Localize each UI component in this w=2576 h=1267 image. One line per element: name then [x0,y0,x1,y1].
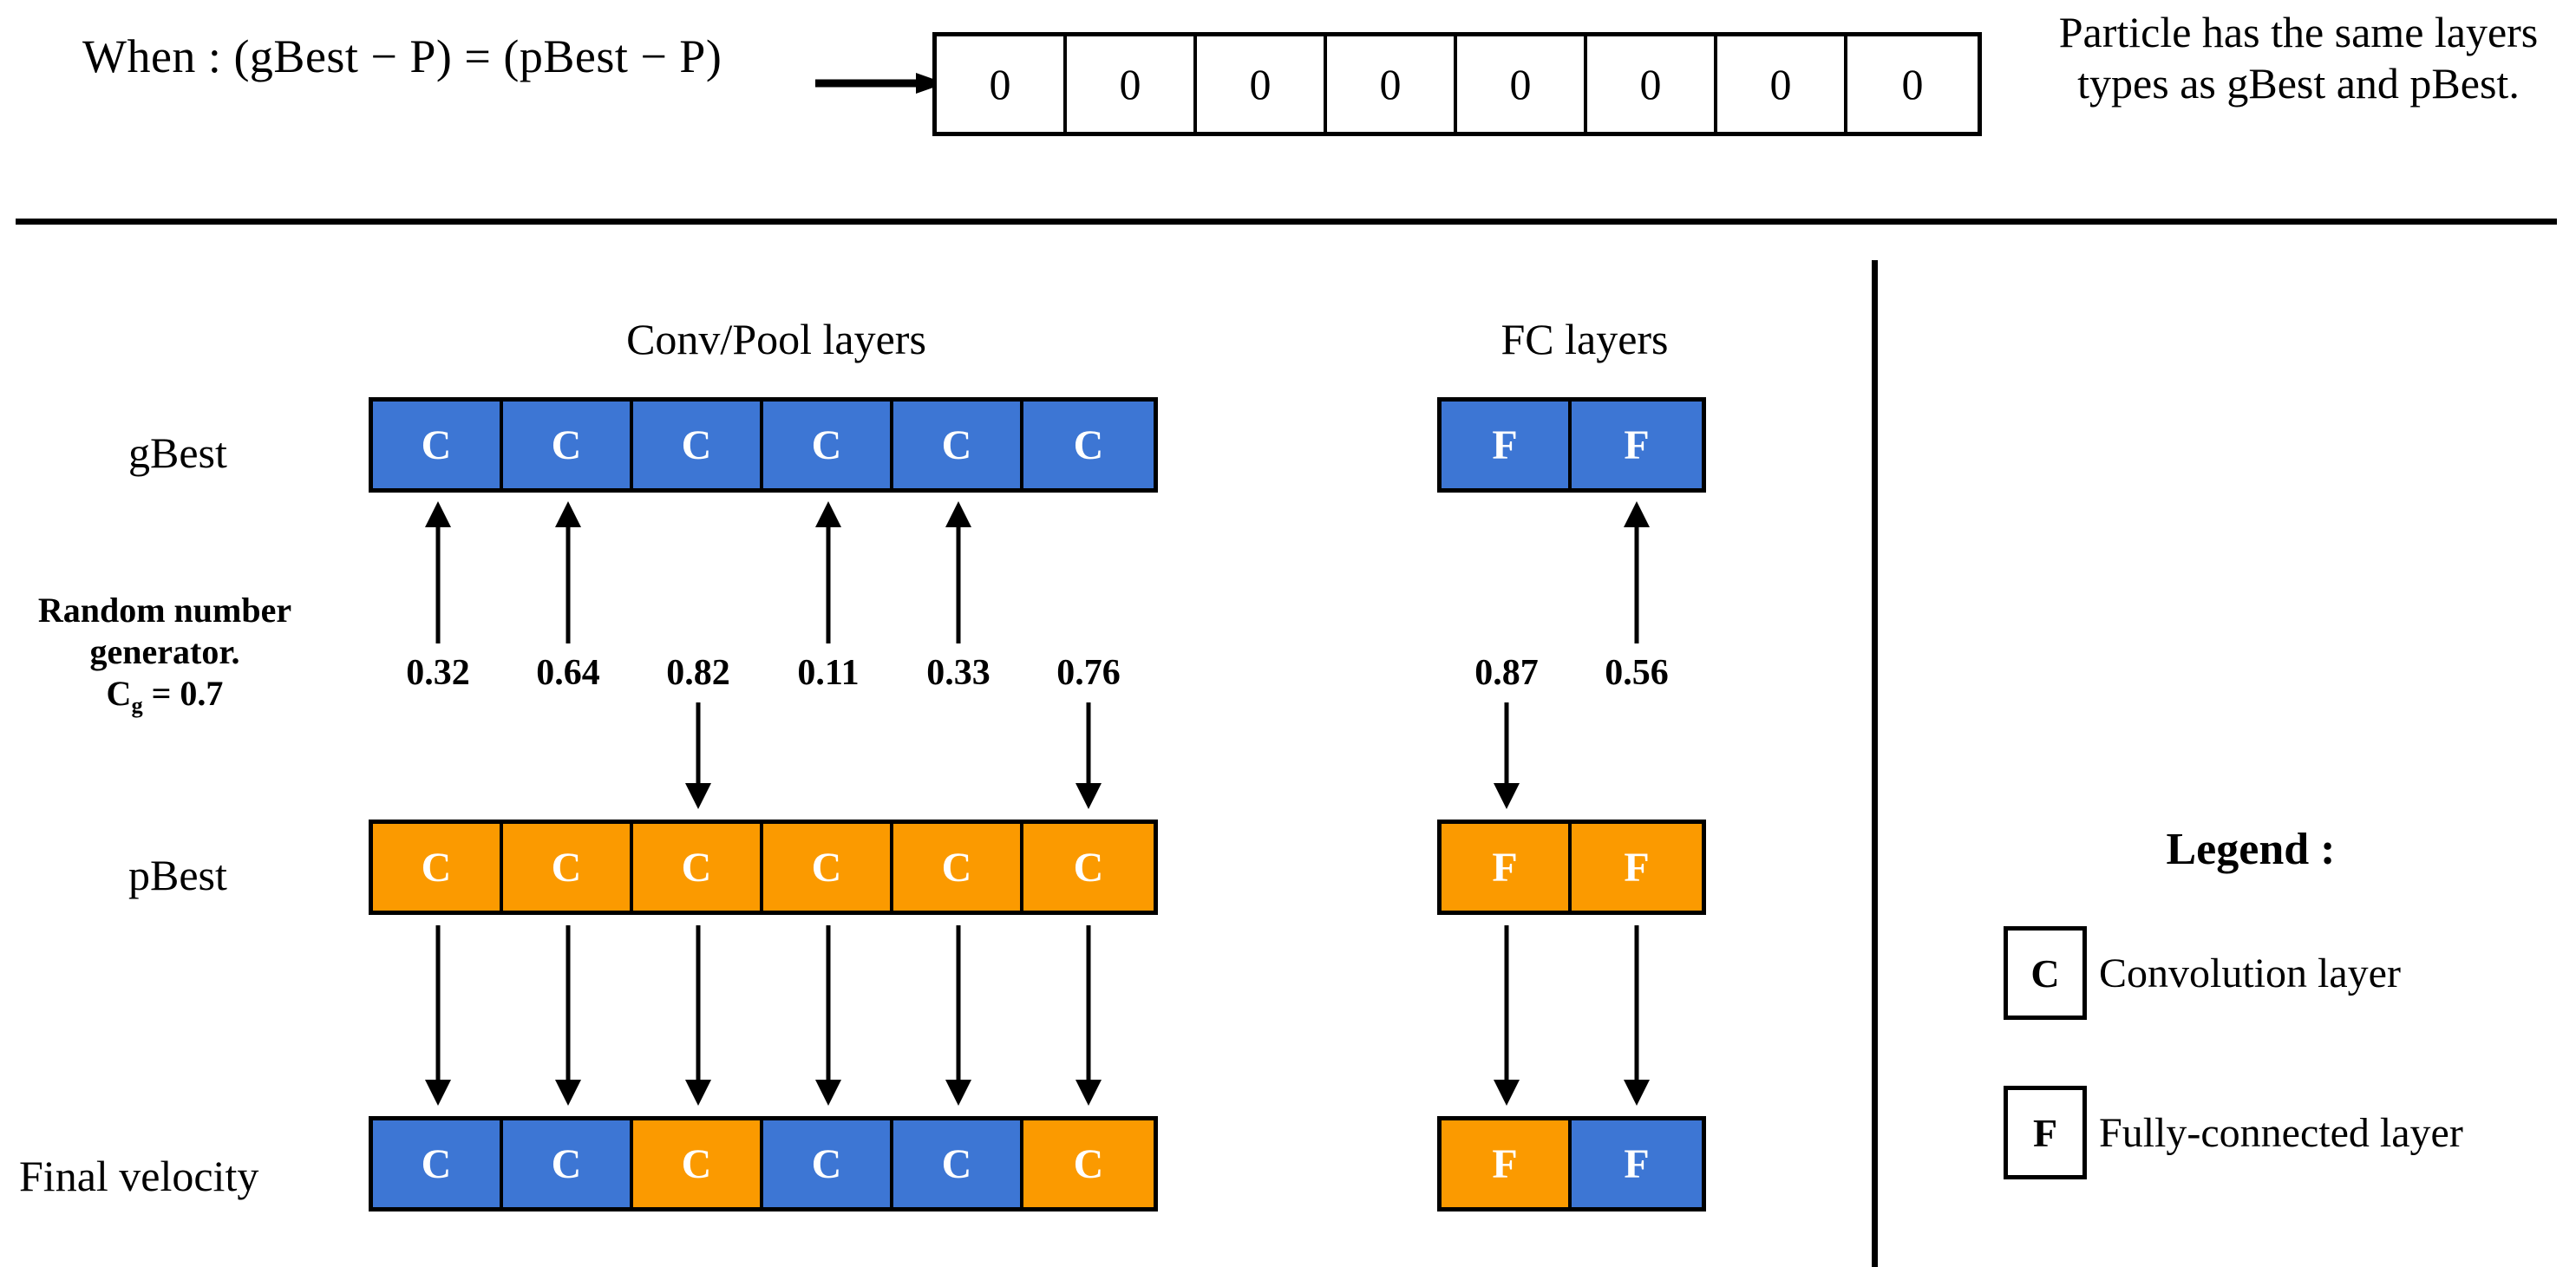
arrow-pbest-to-final [945,925,971,1106]
legend-box-f: F [2004,1086,2087,1179]
layer-cell: F [1442,824,1572,911]
fc-header: FC layers [1500,315,1669,363]
layer-cell: C [763,402,893,488]
random-number: 0.76 [1056,653,1121,693]
rng-equals: = 0.7 [142,674,224,713]
arrow-up-to-gbest [945,501,971,643]
layer-cell: C [503,824,633,911]
layer-cell: C [373,1120,503,1207]
layer-cell: C [633,824,763,911]
arrow-up-to-gbest [555,501,581,643]
conv-pool-header: Conv/Pool layers [626,315,926,363]
arrow-down-to-pbest [1076,702,1102,809]
layer-cell: C [763,1120,893,1207]
rng-line-1: Random number [37,591,292,630]
arrow-up-to-gbest [815,501,841,643]
layer-cell: F [1572,1120,1702,1207]
particle-note: Particle has the same layers types as gB… [2058,8,2539,108]
arrow-down-to-pbest [685,702,711,809]
layer-cell: C [763,824,893,911]
layer-cell: C [1023,402,1154,488]
layer-cell: C [633,1120,763,1207]
layer-cell: C [1023,824,1154,911]
layer-cell: C [893,824,1023,911]
layer-cell: C [373,402,503,488]
layer-cell: F [1442,1120,1572,1207]
legend-box-c: C [2004,926,2087,1020]
legend-item-fully-connected: F Fully-connected layer [2004,1086,2463,1179]
arrow-up-to-gbest [425,501,451,643]
layer-cell: C [893,402,1023,488]
zero-cell: 0 [1901,60,1924,108]
zero-cell: 0 [937,36,1067,132]
rng-line-2: generator. [89,632,240,671]
arrow-pbest-to-final [685,925,711,1106]
vertical-divider [1872,260,1878,1267]
random-number: 0.33 [926,653,991,693]
horizontal-divider [16,219,2557,225]
layer-cell: C [1023,1120,1154,1207]
arrow-pbest-to-final [1076,925,1102,1106]
random-number: 0.32 [406,653,470,693]
zero-cell: 0 [1457,36,1587,132]
layer-cell: C [633,402,763,488]
layer-cell: F [1442,402,1572,488]
legend-title: Legend : [2166,825,2336,874]
arrow-up-to-gbest [1624,501,1650,643]
layer-cell: C [503,402,633,488]
zero-cell: 0 [1587,36,1717,132]
random-number: 0.56 [1605,653,1669,693]
zero-cell: 0 [1717,36,1847,132]
zero-cell: 0 [1067,36,1197,132]
layer-cell: F [1572,402,1702,488]
arrow-pbest-to-final [555,925,581,1106]
gbest-row-label: gBest [128,428,227,477]
random-number: 0.64 [536,653,600,693]
rng-threshold: Cg = 0.7 [0,673,330,720]
layer-cell: C [373,824,503,911]
legend-label-convolution: Convolution layer [2099,950,2401,996]
layer-cell: C [503,1120,633,1207]
rng-symbol: C [106,674,132,713]
right-arrow-icon [815,73,945,94]
arrow-pbest-to-final [815,925,841,1106]
random-number: 0.82 [666,653,730,693]
zero-cell: 0 [1327,36,1457,132]
pbest-row-label: pBest [128,851,227,899]
random-number: 0.11 [797,653,860,693]
condition-formula: When : (gBest − P) = (pBest − P) [82,30,722,82]
arrow-pbest-to-final [1494,925,1520,1106]
random-number: 0.87 [1474,653,1539,693]
legend-item-convolution: C Convolution layer [2004,926,2401,1020]
arrow-pbest-to-final [425,925,451,1106]
zero-cell: 0 [1197,36,1327,132]
legend-label-fully-connected: Fully-connected layer [2099,1109,2463,1156]
layer-cell: C [893,1120,1023,1207]
layer-cell: F [1572,824,1702,911]
random-number-generator-label: Random number generator. Cg = 0.7 [0,590,330,720]
zero-velocity-strip: 0 0 0 0 0 0 0 0 [932,32,1982,136]
arrow-pbest-to-final [1624,925,1650,1106]
arrow-down-to-pbest [1494,702,1520,809]
final-velocity-row-label: Final velocity [19,1152,259,1200]
rng-subscript: g [131,692,143,718]
